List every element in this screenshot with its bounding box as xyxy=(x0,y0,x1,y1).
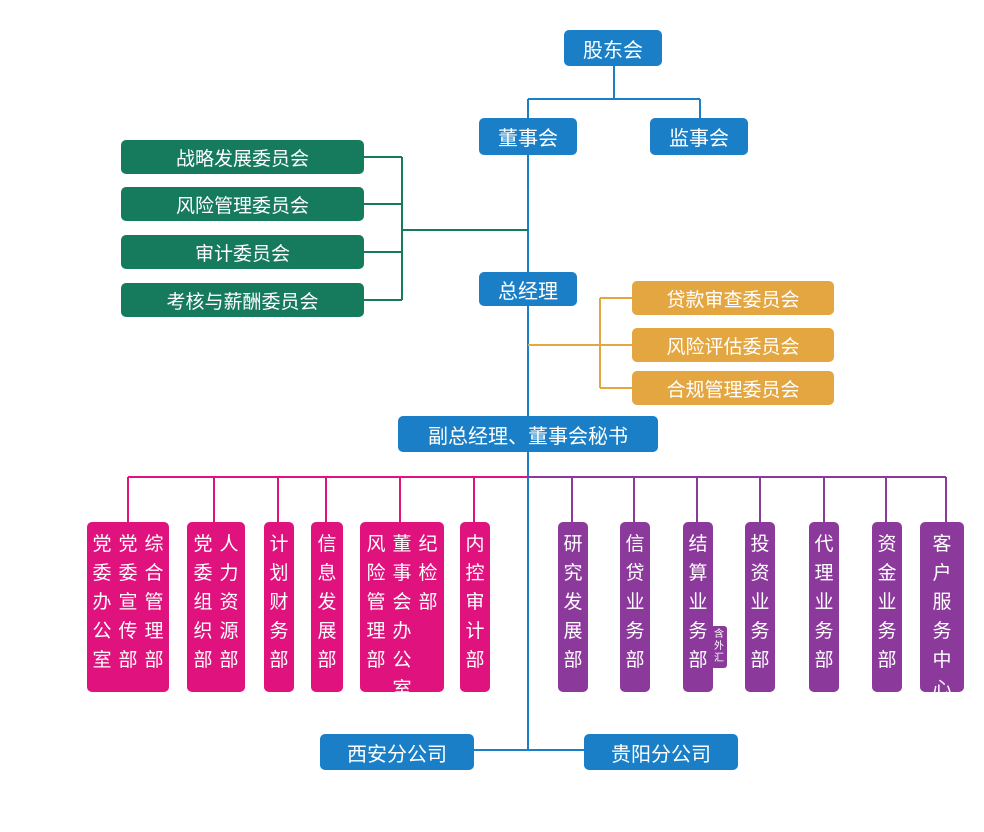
department-box: 计划财务部 xyxy=(264,522,294,692)
department-box: 党委组织部人力资源部 xyxy=(187,522,245,692)
department-name: 信息发展部 xyxy=(317,533,337,671)
board-committee-label: 风险管理委员会 xyxy=(175,194,309,217)
department-name: 党委办公室 xyxy=(92,533,112,671)
supervisors-label: 监事会 xyxy=(669,126,729,150)
department-name: 综合管理部 xyxy=(144,533,164,671)
department-box: 党委办公室党委宣传部综合管理部 xyxy=(87,522,169,692)
branch-box: 西安分公司 xyxy=(320,734,474,770)
department-name: 党委组织部 xyxy=(193,533,213,671)
department-box: 信息发展部 xyxy=(311,522,343,692)
department-name: 内控审计部 xyxy=(465,533,485,671)
department-box: 内控审计部 xyxy=(460,522,490,692)
board-box: 董事会 xyxy=(479,118,577,155)
gm-committee: 风险评估委员会 xyxy=(632,328,834,362)
department-name: 结算业务部 xyxy=(688,533,708,671)
department-name: 信贷业务部 xyxy=(625,533,645,671)
department-name: 风险管理部 xyxy=(366,533,386,671)
department-name: 董事会办公室 xyxy=(392,533,412,700)
department-box: 代理业务部 xyxy=(809,522,839,692)
department-box: 研究发展部 xyxy=(558,522,588,692)
board-label: 董事会 xyxy=(498,126,558,150)
branch-label: 西安分公司 xyxy=(347,741,447,766)
department-name: 研究发展部 xyxy=(563,533,583,671)
gm-committee-label: 合规管理委员会 xyxy=(666,378,800,401)
department-name: 党委宣传部 xyxy=(118,533,138,671)
gm-committee-label: 贷款审查委员会 xyxy=(666,288,800,311)
department-name: 计划财务部 xyxy=(269,533,289,671)
gm-committee-label: 风险评估委员会 xyxy=(666,335,800,358)
department-box: 资金业务部 xyxy=(872,522,902,692)
department-name: 人力资源部 xyxy=(219,533,239,671)
deputy-gm-label: 副总经理、董事会秘书 xyxy=(428,423,628,448)
deputy-gm-box: 副总经理、董事会秘书 xyxy=(398,416,658,452)
department-box: 投资业务部 xyxy=(745,522,775,692)
board-committee: 考核与薪酬委员会 xyxy=(121,283,364,317)
board-committee-label: 考核与薪酬委员会 xyxy=(166,290,319,313)
shareholders-box: 股东会 xyxy=(564,30,662,66)
department-name: 投资业务部 xyxy=(750,533,770,671)
department-box: 客户服务中心 xyxy=(920,522,964,700)
board-committee-label: 战略发展委员会 xyxy=(175,147,309,170)
department-box: 信贷业务部 xyxy=(620,522,650,692)
general-manager-label: 总经理 xyxy=(498,278,558,303)
branch-label: 贵阳分公司 xyxy=(611,741,711,766)
general-manager-box: 总经理 xyxy=(479,272,577,306)
department-name: 代理业务部 xyxy=(814,533,834,671)
board-committee: 审计委员会 xyxy=(121,235,364,269)
supervisors-box: 监事会 xyxy=(650,118,748,155)
shareholders-label: 股东会 xyxy=(583,37,643,62)
department-box: 结算业务部 xyxy=(683,522,713,692)
branch-box: 贵阳分公司 xyxy=(584,734,738,770)
department-note: 含外汇 xyxy=(711,626,727,668)
board-committee-label: 审计委员会 xyxy=(194,242,290,265)
department-name: 客户服务中心 xyxy=(932,533,952,700)
department-name: 纪检部 xyxy=(418,533,438,613)
department-name: 资金业务部 xyxy=(877,533,897,671)
board-committee: 风险管理委员会 xyxy=(121,187,364,221)
gm-committee: 贷款审查委员会 xyxy=(632,281,834,315)
board-committee: 战略发展委员会 xyxy=(121,140,364,174)
gm-committee: 合规管理委员会 xyxy=(632,371,834,405)
department-box: 风险管理部董事会办公室纪检部 xyxy=(360,522,444,700)
